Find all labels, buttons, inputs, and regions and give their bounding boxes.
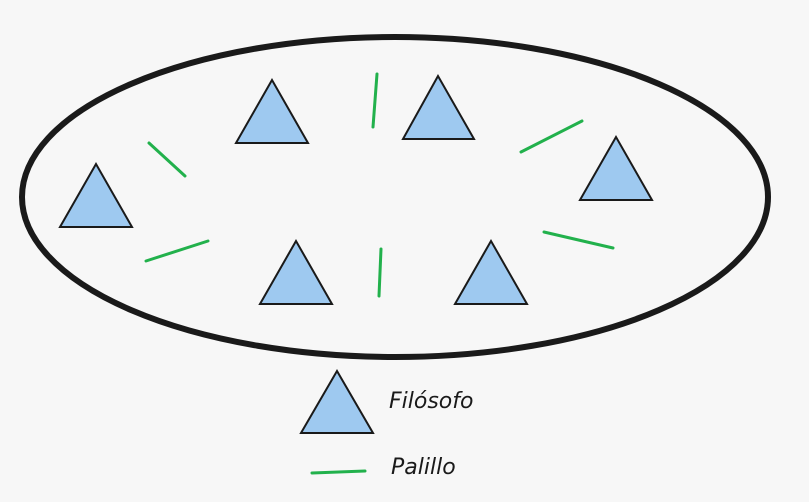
legend-chopstick-line-icon: [310, 469, 367, 475]
philosophers-group: [58, 73, 654, 305]
chopstick-5-line-icon: [377, 247, 383, 298]
legend-chopstick-label: Palillo: [391, 455, 456, 480]
table-ellipse: [19, 34, 771, 360]
chopstick-1-line-icon: [147, 141, 187, 178]
legend-philosopher-triangle-icon: [299, 369, 375, 434]
philosopher-1-triangle-icon: [58, 161, 134, 228]
philosopher-2-triangle-icon: [234, 77, 310, 144]
chopstick-4-line-icon: [542, 230, 615, 250]
chopstick-6-line-icon: [144, 239, 210, 263]
legend-philosopher-label: Filósofo: [389, 389, 473, 414]
chopstick-3-line-icon: [519, 119, 584, 154]
philosopher-6-triangle-icon: [258, 238, 334, 305]
philosopher-4-triangle-icon: [578, 134, 654, 201]
philosopher-3-triangle-icon: [401, 73, 476, 140]
legend: Filósofo Palillo: [299, 369, 473, 480]
philosopher-5-triangle-icon: [453, 238, 529, 305]
chopsticks-group: [144, 72, 615, 298]
chopstick-2-line-icon: [371, 72, 379, 129]
